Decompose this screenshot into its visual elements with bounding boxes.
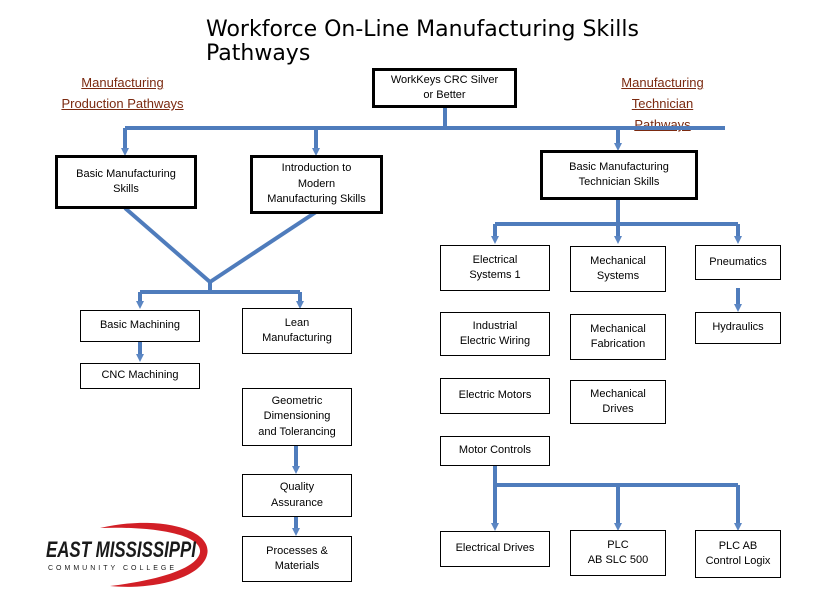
- college-logo: EAST MISSISSIPPI COMMUNITY COLLEGE: [46, 522, 208, 587]
- box-electric-motors: Electric Motors: [440, 378, 550, 414]
- box-processes-materials: Processes & Materials: [242, 536, 352, 582]
- box-cnc-machining: CNC Machining: [80, 363, 200, 389]
- box-mechanical-fabrication: Mechanical Fabrication: [570, 314, 666, 360]
- box-motor-controls: Motor Controls: [440, 436, 550, 466]
- box-workkeys: WorkKeys CRC Silver or Better: [372, 68, 517, 108]
- box-industrial-electric-wiring: Industrial Electric Wiring: [440, 312, 550, 356]
- connector-v-right: [208, 210, 318, 284]
- box-basic-technician: Basic Manufacturing Technician Skills: [540, 150, 698, 200]
- logo-subtitle: COMMUNITY COLLEGE: [48, 565, 177, 572]
- page-title: Workforce On-Line Manufacturing Skills P…: [206, 17, 639, 66]
- box-geometric-dimensioning: Geometric Dimensioning and Tolerancing: [242, 388, 352, 446]
- box-hydraulics: Hydraulics: [695, 312, 781, 344]
- box-quality-assurance: Quality Assurance: [242, 474, 352, 517]
- box-mechanical-drives: Mechanical Drives: [570, 380, 666, 424]
- box-plc-ab-control-logix: PLC AB Control Logix: [695, 530, 781, 578]
- category-technician-pathways: Manufacturing Technician Pathways: [621, 75, 704, 132]
- box-plc-ab-slc: PLC AB SLC 500: [570, 530, 666, 576]
- box-electrical-systems: Electrical Systems 1: [440, 245, 550, 291]
- box-pneumatics: Pneumatics: [695, 245, 781, 280]
- category-production-pathways: Manufacturing Production Pathways: [61, 75, 184, 111]
- box-basic-manufacturing: Basic Manufacturing Skills: [55, 155, 197, 209]
- box-lean-manufacturing: Lean Manufacturing: [242, 308, 352, 354]
- connector-v-left: [123, 206, 212, 284]
- box-mechanical-systems: Mechanical Systems: [570, 246, 666, 292]
- box-electrical-drives: Electrical Drives: [440, 531, 550, 567]
- box-basic-machining: Basic Machining: [80, 310, 200, 342]
- logo-wordmark: EAST MISSISSIPPI: [46, 537, 197, 562]
- box-intro-modern-manufacturing: Introduction to Modern Manufacturing Ski…: [250, 155, 383, 214]
